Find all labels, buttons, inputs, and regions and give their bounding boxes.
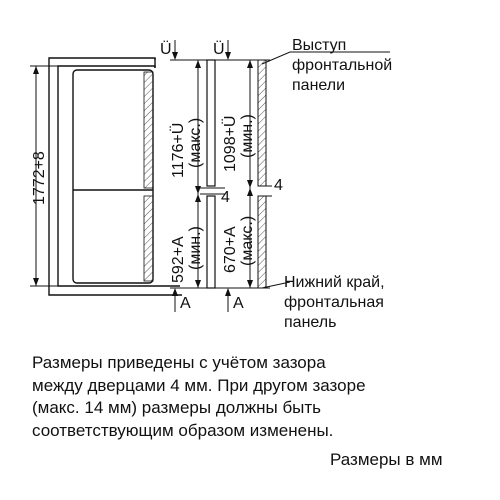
dim-upper-right-note: (мин.) [239,114,256,158]
callout-bottom-line3: панель [284,314,336,331]
callout-leaders [261,51,390,289]
arrow-up-icon [172,288,231,296]
dim-lower-right-note: (макс.) [239,216,256,266]
units-label: Размеры в мм [330,450,443,469]
gap-top-label: 4 [221,189,230,206]
upper-door-profile [143,71,154,189]
bottom-a-label-1: A [180,295,191,312]
height-dimension-line [30,65,58,287]
bottom-a-label-2: A [233,295,244,312]
gap-right-label: 4 [274,177,283,194]
top-u-label-2: Ü [213,40,225,58]
height-arrow-icon [33,66,39,286]
top-u-label-1: Ü [160,40,172,58]
dim-lower-left: 592+A [170,236,187,283]
dim-lower-left-note: (мин.) [187,226,204,270]
callout-top-line3: панели [292,77,345,94]
dim-upper-right: 1098+Ü [221,116,239,173]
panel-dimension-lines [197,60,251,288]
callout-top-line1: Выступ [292,37,346,54]
dim-upper-left-note: (макс.) [187,118,204,168]
note-line-4: соответствующим образом изменены. [32,420,334,440]
note-line-1: Размеры приведены с учётом зазора [32,353,326,372]
callout-bottom-line1: Нижний край, [284,274,385,291]
lower-door-profile [143,195,154,282]
niche-outline [48,57,182,296]
arrow-down-icon [172,52,231,60]
note-line-3: (макс. 14 мм) размеры должны быть [32,398,322,417]
gap-markers [200,185,272,197]
panel-dimension-arrows-icon [195,60,253,288]
height-total-label: 1772+8 [31,151,48,205]
dimensions-note: Размеры приведены с учётом зазора между … [32,352,472,442]
callout-bottom-line2: фронтальная [284,294,384,311]
callout-top-line2: фронтальной [292,57,392,74]
appliance-body [72,69,154,284]
dim-upper-left: 1176+Ü [169,123,187,178]
note-line-2: между дверцами 4 мм. При другом зазоре [32,375,366,395]
dim-lower-right: 670+A [222,226,239,273]
